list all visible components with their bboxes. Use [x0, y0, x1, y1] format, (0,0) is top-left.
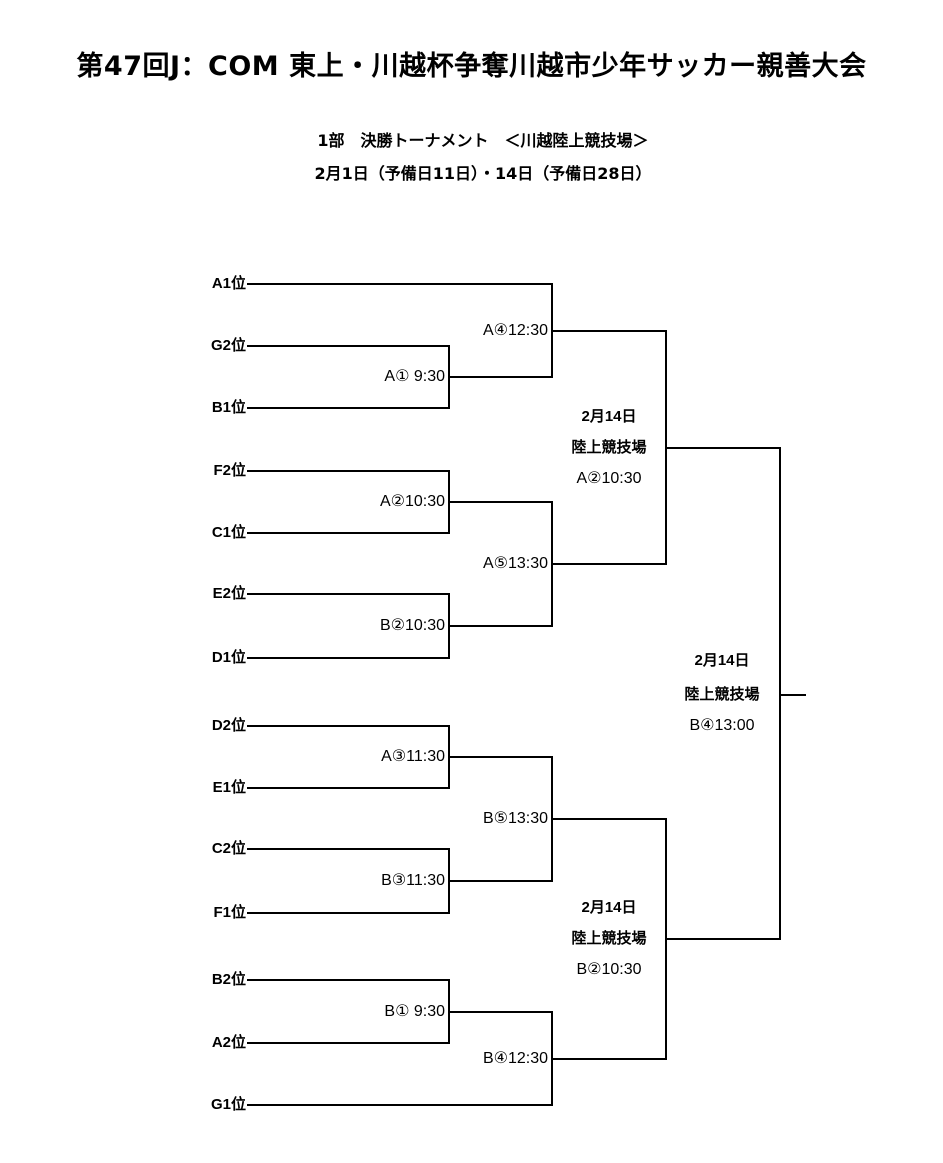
round1-match-label: B① 9:30 — [384, 1003, 445, 1020]
team-label: C1位 — [212, 523, 246, 541]
round2-match-label: B④12:30 — [483, 1050, 548, 1067]
tournament-title: 第47回J：COM 東上・川越杯争奪川越市少年サッカー親善大会 — [76, 51, 867, 82]
semifinal-venue: 陸上競技場 — [571, 438, 646, 456]
team-label: A1位 — [212, 274, 246, 292]
division-subtitle: 1部 決勝トーナメント ＜川越陸上競技場＞ — [317, 131, 649, 150]
semifinal-venue: 陸上競技場 — [571, 929, 646, 947]
semifinal-match-label: B②10:30 — [576, 961, 641, 978]
team-label: B1位 — [212, 398, 246, 416]
team-label: G1位 — [211, 1095, 246, 1113]
team-label: G2位 — [211, 336, 246, 354]
team-label: D1位 — [212, 648, 246, 666]
round1-match-label: B③11:30 — [381, 872, 445, 889]
round1-match-label: B②10:30 — [380, 617, 445, 634]
semifinal-date: 2月14日 — [581, 899, 636, 916]
team-label: F2位 — [213, 461, 246, 479]
round2-match-label: A④12:30 — [483, 322, 548, 339]
round2-match-label: A⑤13:30 — [483, 555, 548, 572]
round1-match-label: A②10:30 — [380, 493, 445, 510]
round1-match-label: A③11:30 — [381, 748, 445, 765]
final-match-label: B④13:00 — [689, 717, 754, 734]
team-label: E2位 — [213, 584, 246, 602]
round2-match-label: B⑤13:30 — [483, 810, 548, 827]
team-label: A2位 — [212, 1033, 246, 1051]
schedule-dates: 2月1日（予備日11日）・14日（予備日28日） — [314, 164, 652, 183]
round1-match-label: A① 9:30 — [384, 368, 445, 385]
team-label: F1位 — [213, 903, 246, 921]
semifinal-date: 2月14日 — [581, 408, 636, 425]
final-venue: 陸上競技場 — [684, 685, 759, 703]
semifinal-match-label: A②10:30 — [576, 470, 641, 487]
team-label: B2位 — [212, 970, 246, 988]
team-label: E1位 — [213, 778, 246, 796]
team-label: C2位 — [212, 839, 246, 857]
final-date: 2月14日 — [694, 652, 749, 669]
team-label: D2位 — [212, 716, 246, 734]
